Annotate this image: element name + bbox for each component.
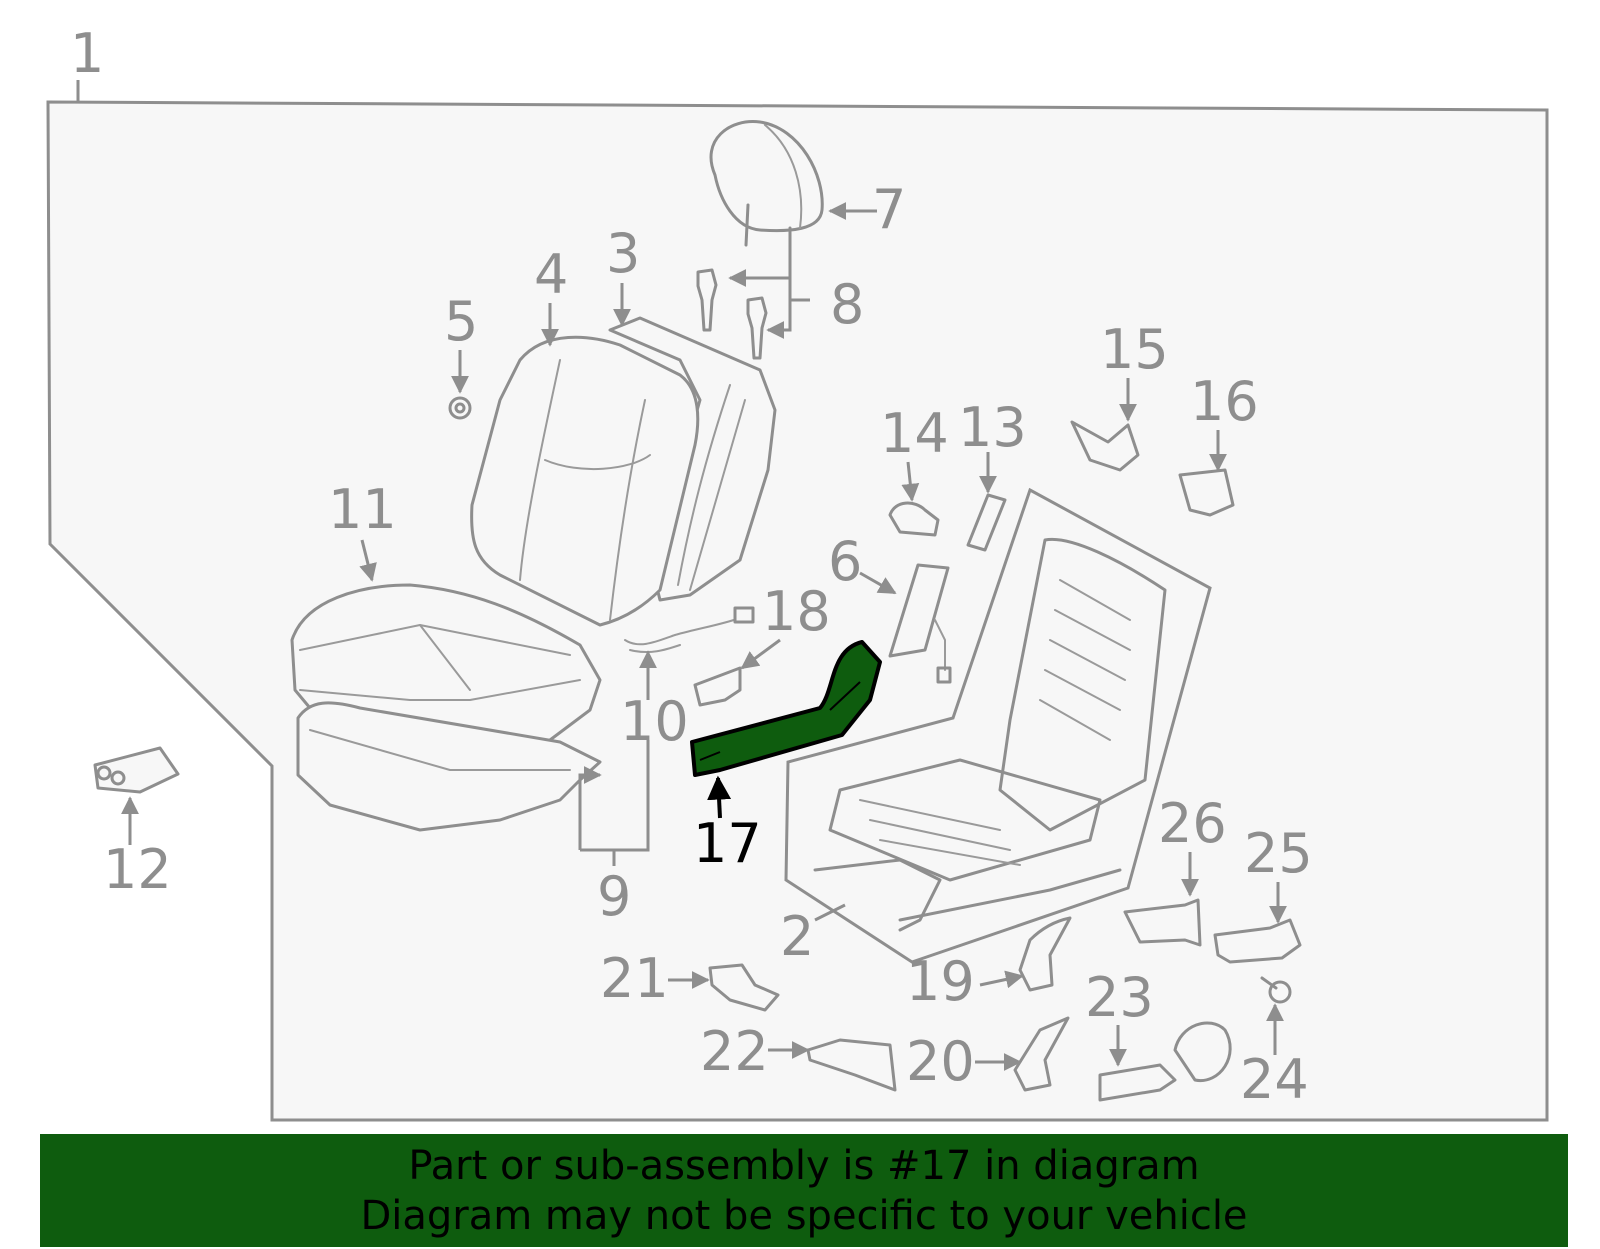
callout-26: 26 — [1158, 792, 1227, 855]
callout-4: 4 — [534, 243, 568, 306]
module-12 — [93, 746, 180, 794]
leader-lines — [121, 202, 1287, 1071]
info-banner: Part or sub-assembly is #17 in diagram D… — [40, 1134, 1568, 1247]
seat-frame-assembly — [784, 487, 1212, 964]
callout-20: 20 — [906, 1030, 975, 1093]
callout-14: 14 — [880, 402, 949, 465]
assembly-panel — [46, 100, 1549, 1122]
banner-line-2: Diagram may not be specific to your vehi… — [360, 1192, 1248, 1239]
callout-12: 12 — [103, 838, 172, 901]
callout-1: 1 — [70, 22, 104, 85]
callout-24: 24 — [1240, 1048, 1309, 1111]
callout-23: 23 — [1085, 966, 1154, 1029]
callout-25: 25 — [1244, 822, 1313, 885]
bracket-19 — [1018, 916, 1072, 992]
handle-23 — [1098, 1021, 1232, 1102]
knob-14 — [888, 501, 940, 537]
callout-18: 18 — [762, 580, 831, 643]
bracket-26 — [1123, 898, 1202, 947]
callout-22: 22 — [700, 1020, 769, 1083]
banner-line-1: Part or sub-assembly is #17 in diagram — [408, 1142, 1200, 1189]
bracket-15 — [1070, 420, 1140, 472]
callout-6: 6 — [828, 530, 862, 593]
seatback-cover — [470, 335, 700, 627]
seat-cushion-pad — [296, 701, 602, 832]
callout-2: 2 — [780, 905, 814, 968]
callout-8: 8 — [830, 273, 864, 336]
headrest-support-pair — [696, 268, 768, 360]
callout-21: 21 — [600, 947, 669, 1010]
bracket-25 — [1213, 918, 1302, 964]
callout-13: 13 — [958, 396, 1027, 459]
callout-9: 9 — [597, 865, 631, 928]
callout-7: 7 — [872, 178, 906, 241]
callout-10: 10 — [620, 690, 689, 753]
cover-22 — [806, 1038, 897, 1092]
side-switch-panel — [888, 563, 952, 684]
callout-19: 19 — [906, 950, 975, 1013]
cover-21 — [708, 963, 780, 1012]
cover-18 — [693, 666, 742, 707]
clip — [448, 396, 472, 420]
bracket-16 — [1178, 468, 1235, 517]
frame-panel — [784, 487, 1212, 964]
callout-17: 17 — [693, 812, 762, 875]
callout-3: 3 — [606, 222, 640, 285]
callout-15: 15 — [1100, 318, 1169, 381]
bracket-13 — [966, 493, 1007, 552]
callout-11: 11 — [328, 478, 397, 541]
seat-side-shield-highlighted — [690, 640, 882, 777]
callout-16: 16 — [1190, 370, 1259, 433]
callout-5: 5 — [444, 290, 478, 353]
bolt-24 — [1260, 976, 1292, 1004]
headrest — [709, 120, 824, 284]
